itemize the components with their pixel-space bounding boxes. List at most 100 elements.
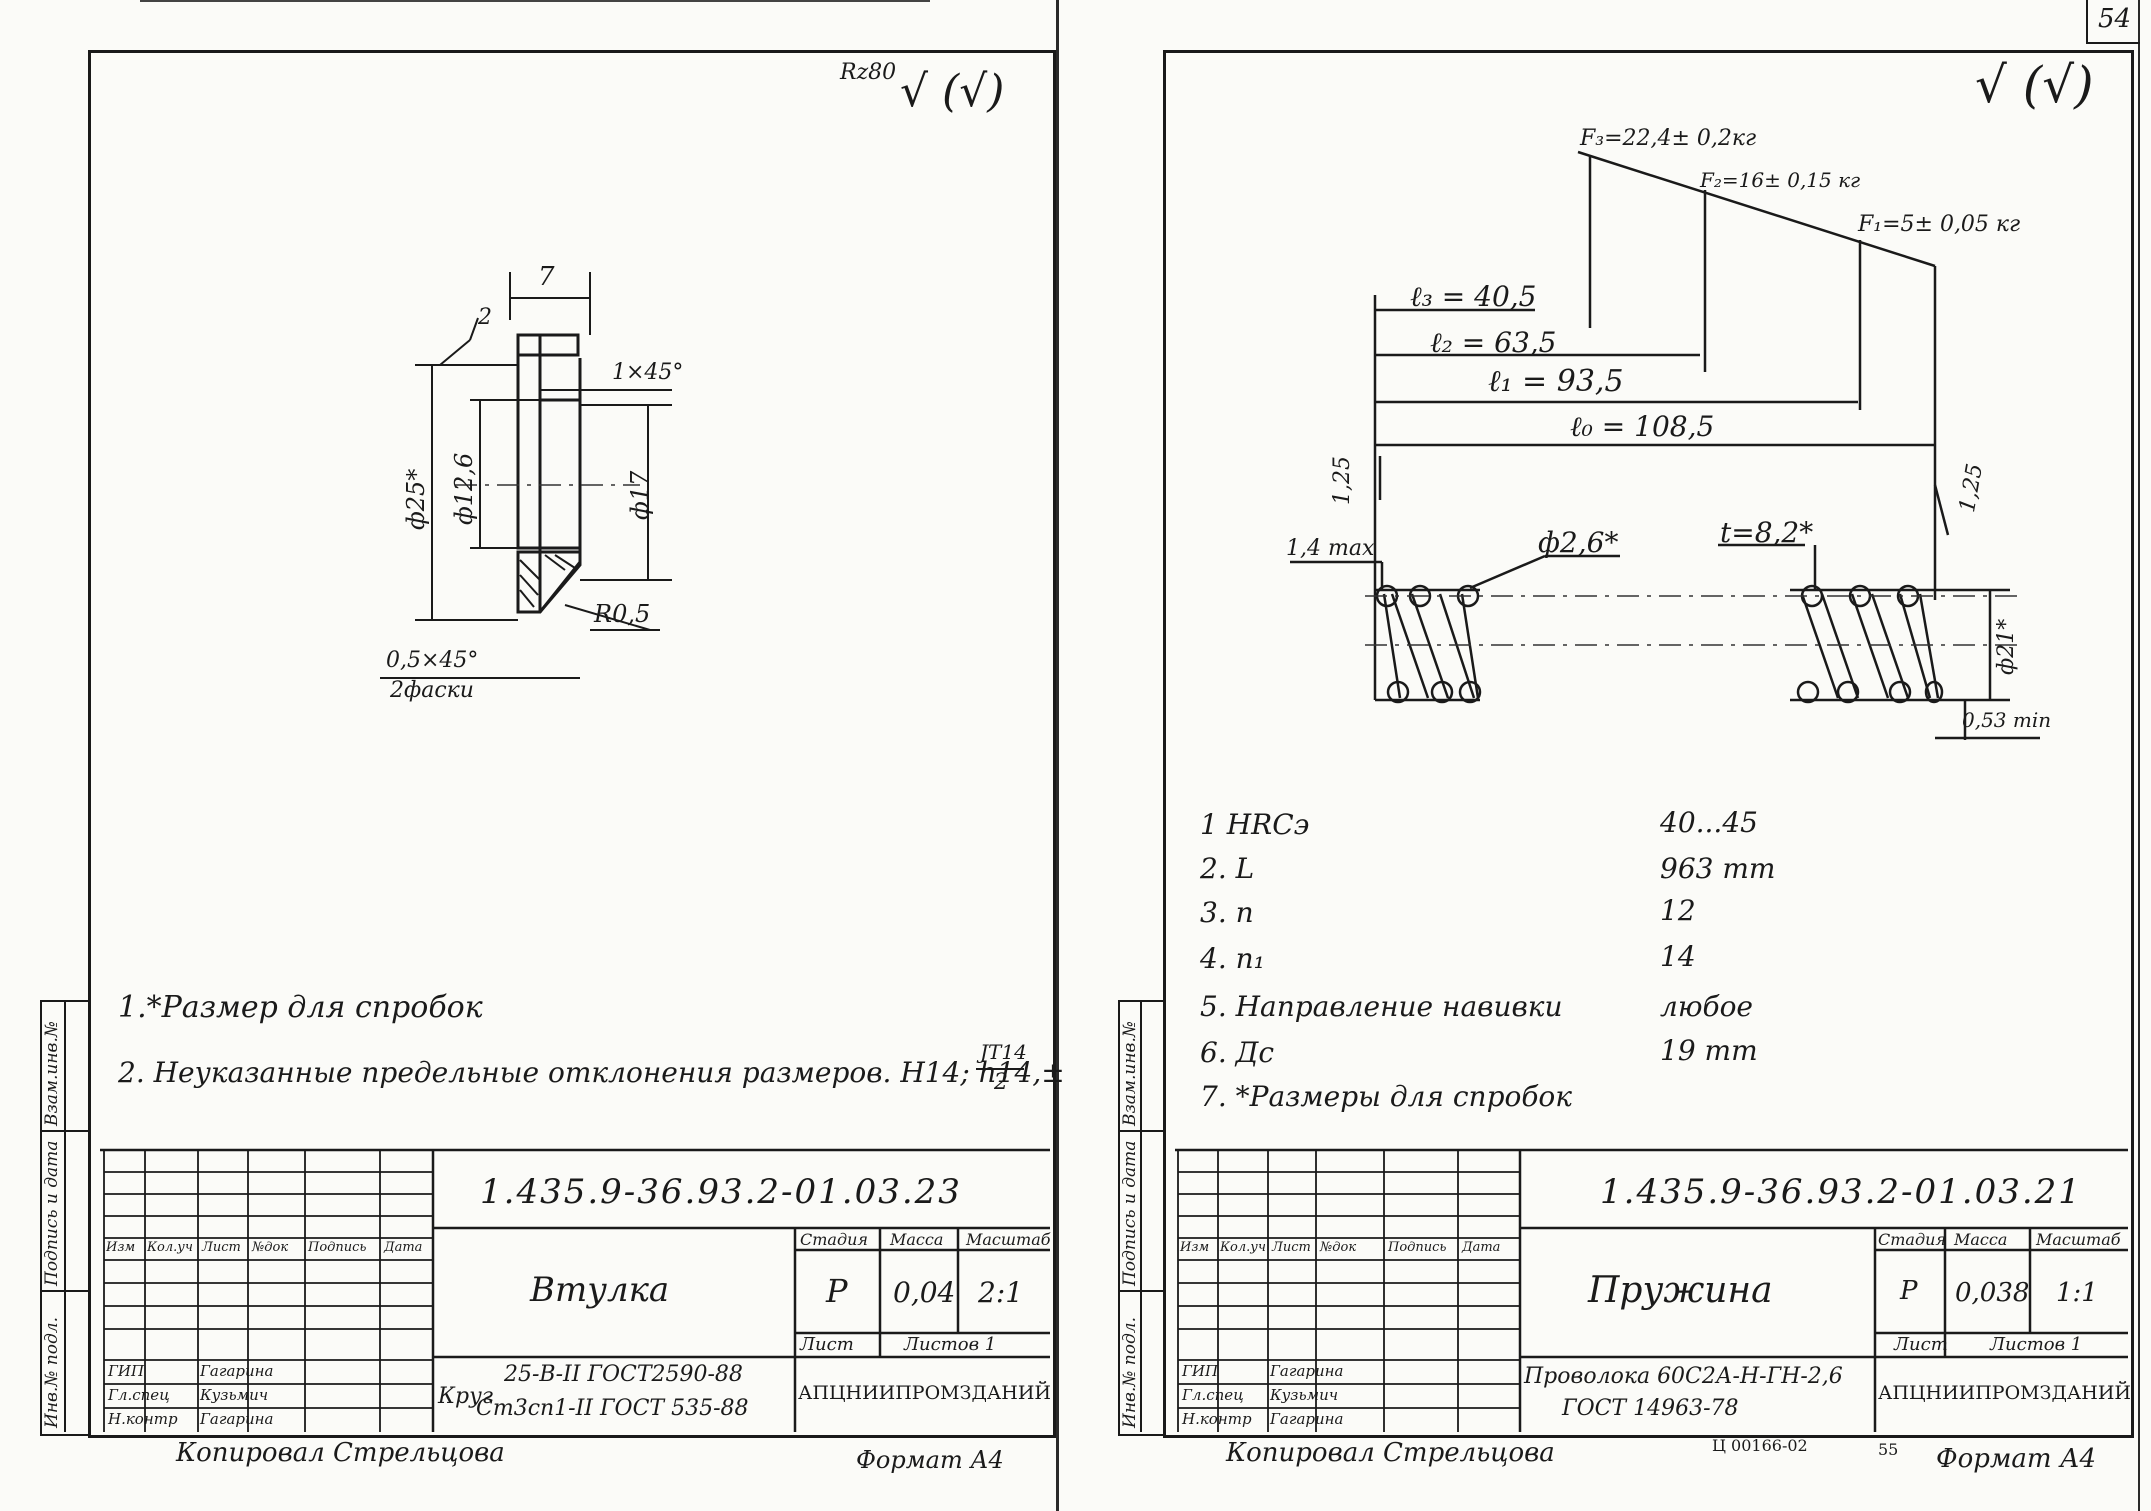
right-stamp-code: Ц 00166-02 xyxy=(1712,1436,1808,1455)
right-sheet xyxy=(1163,50,2134,1438)
force-f2: F₂=16± 0,15 кг xyxy=(1700,168,1861,192)
right-sheet-label: Лист xyxy=(1894,1334,1948,1355)
right-name-2: Кузьмич xyxy=(1270,1386,1339,1404)
spring-dim-max: 1,4 max xyxy=(1286,536,1375,561)
right-name-1: Гагарина xyxy=(1270,1362,1344,1380)
length-l1: ℓ₁ = 93,5 xyxy=(1488,364,1624,399)
right-hdr-sign: Подпись xyxy=(1388,1240,1447,1255)
force-f3: F₃=22,4± 0,2кг xyxy=(1580,126,1757,151)
spec-label-4: 4. n₁ xyxy=(1200,942,1265,975)
right-hdr-doc: №док xyxy=(1320,1240,1357,1255)
left-hdr-izm: Изм xyxy=(106,1240,136,1255)
left-role-3: Н.контр xyxy=(108,1410,178,1428)
left-hdr-doc: №док xyxy=(252,1240,289,1255)
spec-value-4: 14 xyxy=(1660,940,1696,973)
right-org: АПЦНИИПРОМЗДАНИЙ xyxy=(1878,1382,2132,1404)
spec-label-6: 6. Дс xyxy=(1200,1036,1275,1069)
left-material-prefix: Круг xyxy=(438,1384,493,1409)
spec-label-2: 2. L xyxy=(1200,852,1255,885)
left-hdr-date: Дата xyxy=(384,1240,423,1255)
right-hdr-izm: Изм xyxy=(1180,1240,1210,1255)
center-divider xyxy=(1056,0,1059,1511)
left-name-2: Кузьмич xyxy=(200,1386,269,1404)
left-check-mark: √ (√) xyxy=(900,66,1005,117)
left-hdr-scale: Масштаб xyxy=(966,1230,1051,1249)
left-scale: 2:1 xyxy=(978,1276,1024,1309)
bushing-dim-7: 7 xyxy=(538,262,555,292)
right-role-2: Гл.спец xyxy=(1182,1386,1244,1404)
left-sheet-label: Лист xyxy=(800,1334,854,1355)
left-mass: 0,04 xyxy=(893,1276,956,1309)
spring-dim-min: 0,53 min xyxy=(1962,708,2052,732)
spec-value-6: 19 mm xyxy=(1660,1034,1758,1067)
left-role-2: Гл.спец xyxy=(108,1386,170,1404)
left-doc-number: 1.435.9-36.93.2-01.03.23 xyxy=(480,1172,962,1212)
left-sheets-label: Листов 1 xyxy=(904,1334,997,1355)
spec-label-3: 3. n xyxy=(1200,896,1254,929)
left-copied-by: Копировал Стрельцова xyxy=(176,1438,505,1468)
left-hdr-mass: Масса xyxy=(890,1230,944,1249)
left-format: Формат А4 xyxy=(856,1446,1004,1474)
left-hdr-sign: Подпись xyxy=(308,1240,367,1255)
right-format: Формат А4 xyxy=(1936,1444,2097,1474)
right-role-1: ГИП xyxy=(1182,1362,1219,1380)
right-role-3: Н.контр xyxy=(1182,1410,1252,1428)
right-hdr-date: Дата xyxy=(1462,1240,1501,1255)
left-hdr-kol: Кол.уч xyxy=(147,1240,193,1255)
right-hdr-list: Лист xyxy=(1272,1240,1311,1255)
right-side-strip-vline xyxy=(1140,1000,1142,1432)
left-side-strip-vline xyxy=(64,1000,66,1432)
bushing-chamfer-note: 2фаски xyxy=(390,678,474,703)
spec-value-5: любое xyxy=(1660,990,1753,1023)
right-hdr-mass: Масса xyxy=(1954,1230,2008,1249)
left-tol-den: 2 xyxy=(994,1070,1008,1095)
spec-label-7: 7. *Размеры для спробок xyxy=(1200,1080,1573,1113)
top-left-scan-line xyxy=(140,0,930,2)
right-check-mark: √ (√) xyxy=(1975,56,2094,114)
right-hdr-kol: Кол.уч xyxy=(1220,1240,1266,1255)
left-role-1: ГИП xyxy=(108,1362,145,1380)
bushing-dim-r2: 2 xyxy=(478,305,492,330)
right-stage: Р xyxy=(1900,1276,1918,1306)
spec-label-5: 5. Направление навивки xyxy=(1200,990,1563,1023)
left-name-3: Гагарина xyxy=(200,1410,274,1428)
left-material-line1: 25-В-II ГОСТ2590-88 xyxy=(504,1362,743,1387)
left-tol-num: ЈТ14 xyxy=(980,1040,1027,1064)
left-org: АПЦНИИПРОМЗДАНИЙ xyxy=(798,1382,1052,1404)
right-doc-number: 1.435.9-36.93.2-01.03.21 xyxy=(1600,1172,2082,1212)
length-l2: ℓ₂ = 63,5 xyxy=(1430,326,1557,359)
right-hdr-stage: Стадия xyxy=(1878,1230,1946,1249)
left-hdr-stage: Стадия xyxy=(800,1230,868,1249)
length-l3: ℓ₃ = 40,5 xyxy=(1410,280,1537,313)
right-material-line2: ГОСТ 14963-78 xyxy=(1562,1396,1739,1421)
left-tol-bar xyxy=(976,1068,1024,1070)
left-hdr-list: Лист xyxy=(202,1240,241,1255)
right-stamp-page: 55 xyxy=(1878,1440,1899,1459)
force-f1: F₁=5± 0,05 кг xyxy=(1858,212,2021,237)
right-name-3: Гагарина xyxy=(1270,1410,1344,1428)
left-part-name: Втулка xyxy=(530,1270,670,1310)
spec-value-2: 963 mm xyxy=(1660,852,1776,885)
left-material-line2: Ст3сп1-II ГОСТ 535-88 xyxy=(476,1396,749,1421)
bushing-dim-chamfer: 0,5×45° xyxy=(386,648,479,673)
right-edge-line xyxy=(2138,0,2140,1511)
spring-dim-wire: ф2,6* xyxy=(1538,526,1619,559)
bushing-dim-1x45: 1×45° xyxy=(612,360,684,385)
left-name-1: Гагарина xyxy=(200,1362,274,1380)
left-note-1: 1.*Размер для спробок xyxy=(118,990,483,1025)
spec-label-1: 1 HRCэ xyxy=(1200,808,1310,841)
spec-value-3: 12 xyxy=(1660,894,1696,927)
right-mass: 0,038 xyxy=(1955,1278,2030,1308)
left-sheet xyxy=(88,50,1056,1438)
right-hdr-scale: Масштаб xyxy=(2036,1230,2121,1249)
right-part-name: Пружина xyxy=(1588,1270,1773,1311)
right-sheets-label: Листов 1 xyxy=(1990,1334,2083,1355)
right-material-line1: Проволока 60С2А-Н-ГН-2,6 xyxy=(1524,1364,1843,1389)
bushing-dim-r05: R0,5 xyxy=(594,600,651,628)
left-stage: Р xyxy=(826,1272,848,1310)
page-number-box: 54 xyxy=(2086,0,2140,44)
left-note-2: 2. Неуказанные предельные отклонения раз… xyxy=(118,1056,1065,1089)
